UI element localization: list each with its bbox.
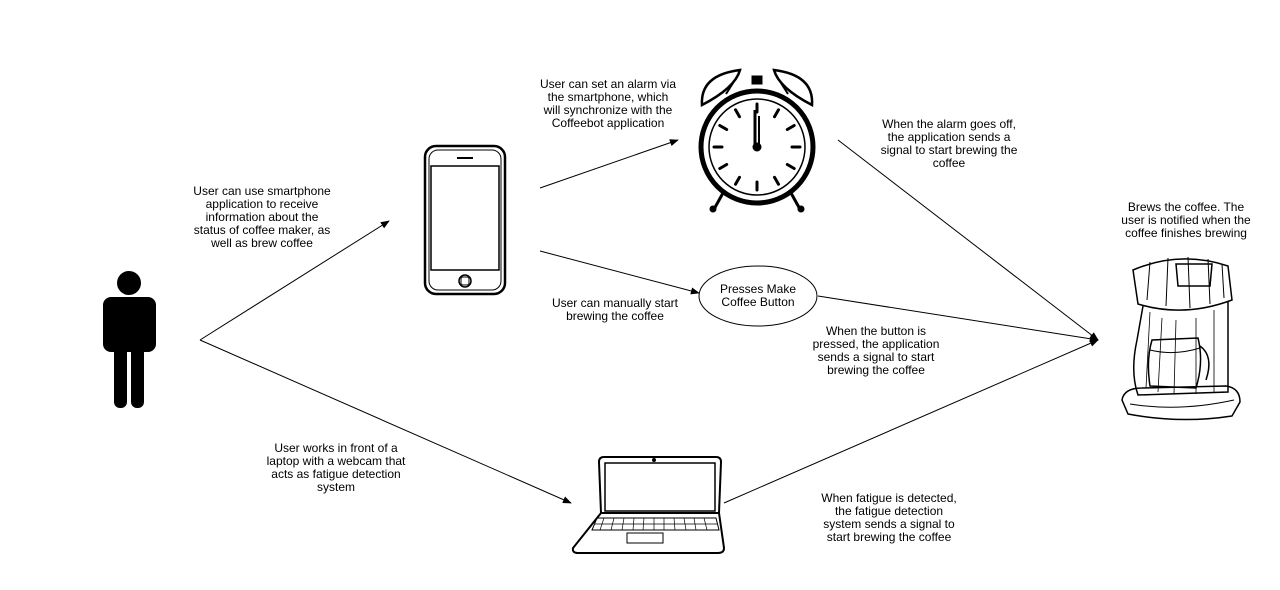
arrow-phone-to-alarm xyxy=(539,139,679,189)
arrow-user-to-phone xyxy=(199,220,390,341)
make-coffee-button-label: Presses Make Coffee Button xyxy=(719,282,797,309)
alarm-clock-icon xyxy=(698,68,816,213)
label-brews-coffee: Brews the coffee. The user is notified w… xyxy=(1121,200,1251,240)
person-icon xyxy=(103,271,156,408)
arrow-user-to-laptop xyxy=(199,339,572,504)
arrow-button-to-coffee xyxy=(817,295,1099,343)
make-coffee-button-node xyxy=(698,265,818,327)
arrow-laptop-to-coffee xyxy=(723,339,1099,504)
label-alarm-goes-off: When the alarm goes off, the application… xyxy=(880,117,1018,170)
coffee-maker-icon xyxy=(1121,256,1241,421)
label-button-pressed: When the button is pressed, the applicat… xyxy=(812,324,940,377)
label-smartphone-app: User can use smartphone application to r… xyxy=(193,184,331,250)
label-fatigue-detected: When fatigue is detected, the fatigue de… xyxy=(821,491,957,544)
arrow-alarm-to-coffee xyxy=(837,139,1099,341)
label-manual-start: User can manually start brewing the coff… xyxy=(551,296,679,323)
smartphone-icon xyxy=(423,144,507,296)
connectors xyxy=(199,139,1099,504)
laptop-icon xyxy=(571,456,726,554)
label-laptop-webcam: User works in front of a laptop with a w… xyxy=(266,441,406,494)
label-set-alarm: User can set an alarm via the smartphone… xyxy=(539,77,677,130)
arrow-phone-to-button xyxy=(539,250,700,295)
